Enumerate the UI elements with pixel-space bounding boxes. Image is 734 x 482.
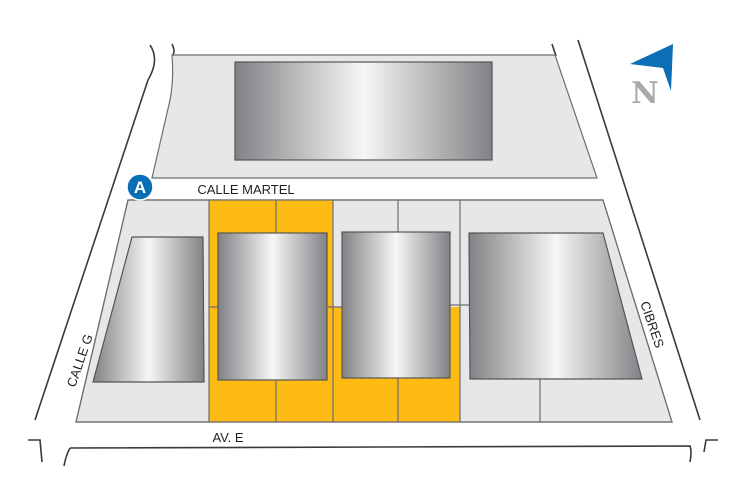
block-south-outline	[75, 199, 673, 423]
lot-dividers	[208, 200, 541, 422]
north-arrow: N	[630, 44, 673, 111]
building-north	[234, 61, 493, 161]
building-4	[468, 232, 643, 380]
building-1	[92, 236, 205, 383]
road-edge-top	[171, 43, 175, 57]
marker-label: A	[134, 178, 146, 197]
corner-mark-right	[703, 439, 718, 453]
road-edge-bottom	[63, 445, 692, 467]
street-label-calle-martel: CALLE MARTEL	[197, 182, 294, 197]
corner-mark-left	[28, 439, 43, 463]
north-letter: N	[631, 76, 658, 111]
building-3	[341, 231, 451, 379]
street-label-av-e: AV. E	[212, 430, 243, 445]
north-arrow-icon	[630, 44, 673, 91]
road-edge-left	[34, 44, 156, 421]
building-2	[217, 232, 328, 381]
road-edge-top-right	[551, 43, 557, 57]
road-edge-right	[577, 39, 701, 421]
marker-pin-icon	[126, 173, 154, 201]
location-marker-a[interactable]: A	[126, 173, 154, 201]
